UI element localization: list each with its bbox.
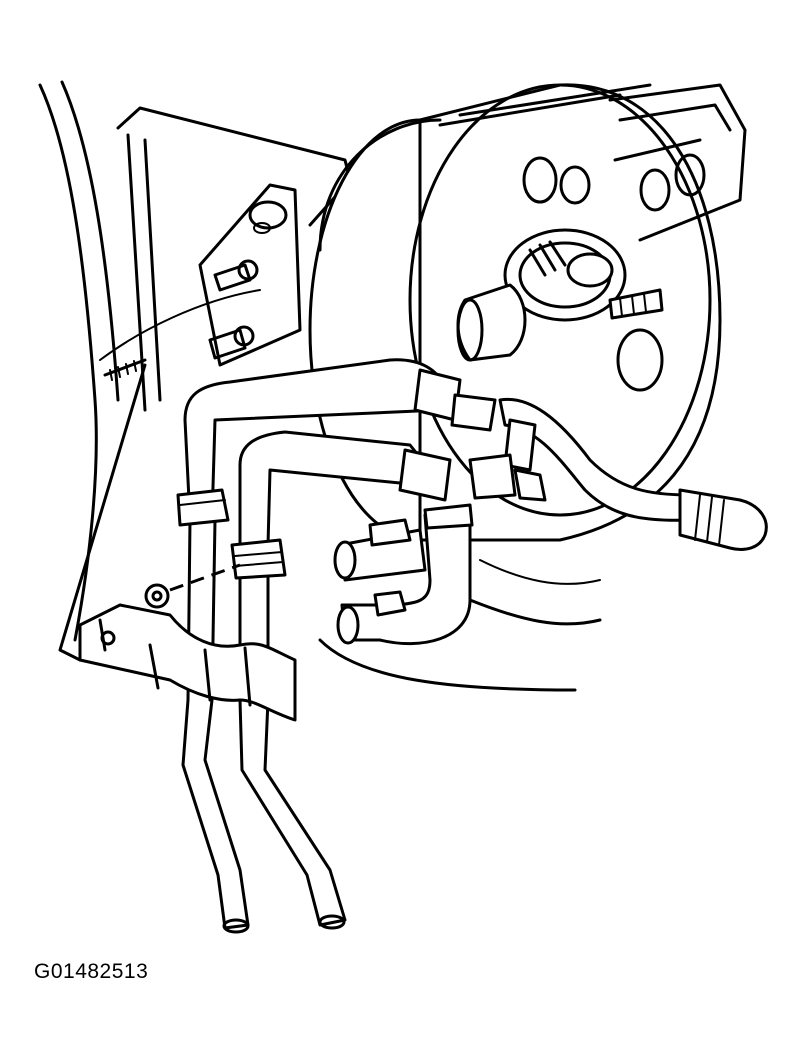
retaining-clip: [78, 603, 297, 722]
accumulator: [308, 83, 747, 542]
lower-body-contour: [318, 559, 602, 692]
figure-id-label: G01482513: [34, 960, 149, 983]
outlet-hose: [468, 397, 768, 551]
upper-hose: [183, 358, 497, 522]
mounting-bracket: [116, 106, 352, 412]
refrigerant-pipes: [176, 488, 347, 934]
stud-and-nut: [58, 358, 241, 662]
lower-hose: [238, 430, 452, 547]
lower-fittings: [333, 503, 474, 646]
